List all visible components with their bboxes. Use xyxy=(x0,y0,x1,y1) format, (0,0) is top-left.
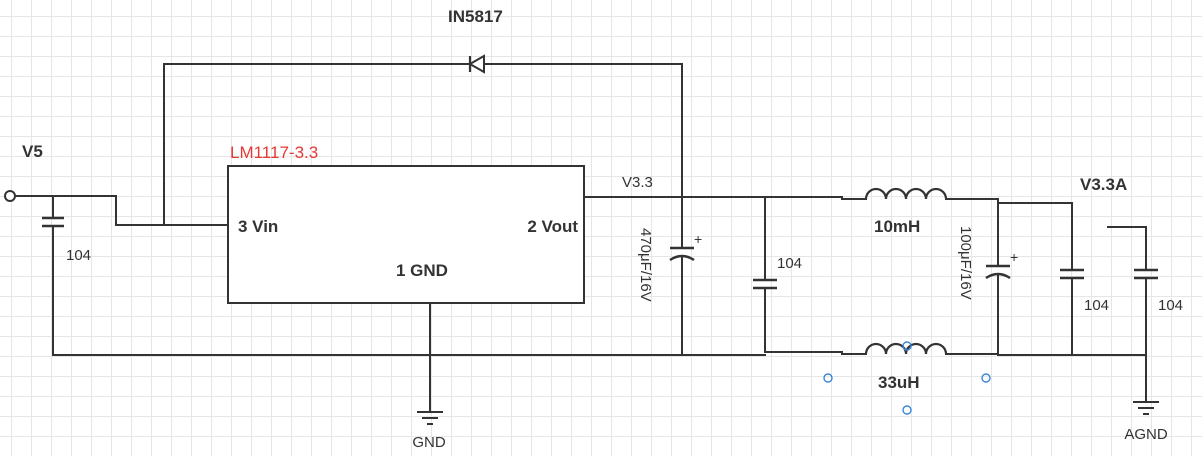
pin-vin-label: 3 Vin xyxy=(238,217,278,236)
svg-text:+: + xyxy=(1010,249,1018,265)
regulator-part-label: LM1117-3.3 xyxy=(230,143,318,162)
bulk2-value: 100μF/16V xyxy=(957,226,974,300)
agnd-label: AGND xyxy=(1124,426,1168,443)
l2-value: 33uH xyxy=(878,373,920,392)
bulk-capacitor-100uf[interactable]: + xyxy=(985,198,1018,355)
agnd-symbol xyxy=(1133,401,1159,415)
output-capacitor[interactable] xyxy=(753,196,843,353)
v33a-net-label: V3.3A xyxy=(1080,175,1127,194)
v5-input-terminal[interactable] xyxy=(4,190,229,226)
diode-in5817[interactable] xyxy=(456,54,486,74)
filter2-value: 104 xyxy=(1158,297,1183,314)
svg-text:+: + xyxy=(694,231,702,247)
filter-capacitor-1[interactable] xyxy=(1060,202,1084,356)
regulator-body[interactable] xyxy=(227,165,585,304)
selection-handles[interactable] xyxy=(823,341,991,415)
bulk-capacitor-470uf[interactable]: + xyxy=(669,196,702,356)
diode-label: IN5817 xyxy=(448,7,503,26)
pin-vout-label: 2 Vout xyxy=(527,217,578,236)
gnd-symbol xyxy=(417,411,443,425)
v33-net-label: V3.3 xyxy=(622,174,653,191)
input-capacitor[interactable] xyxy=(42,195,64,356)
diode-loop-wire xyxy=(163,63,683,226)
output-cap-value: 104 xyxy=(777,255,802,272)
gnd-label: GND xyxy=(412,434,446,451)
input-cap-value: 104 xyxy=(66,247,91,264)
pin-gnd-label: 1 GND xyxy=(396,261,448,280)
v5-net-label: V5 xyxy=(22,142,43,161)
inductor-10mh[interactable] xyxy=(841,187,999,200)
filter1-value: 104 xyxy=(1084,297,1109,314)
inductor-33uh[interactable] xyxy=(841,342,999,355)
l1-value: 10mH xyxy=(874,217,920,236)
v33a-output-terminal[interactable] xyxy=(1107,226,1158,403)
bulk1-value: 470μF/16V xyxy=(637,228,654,302)
